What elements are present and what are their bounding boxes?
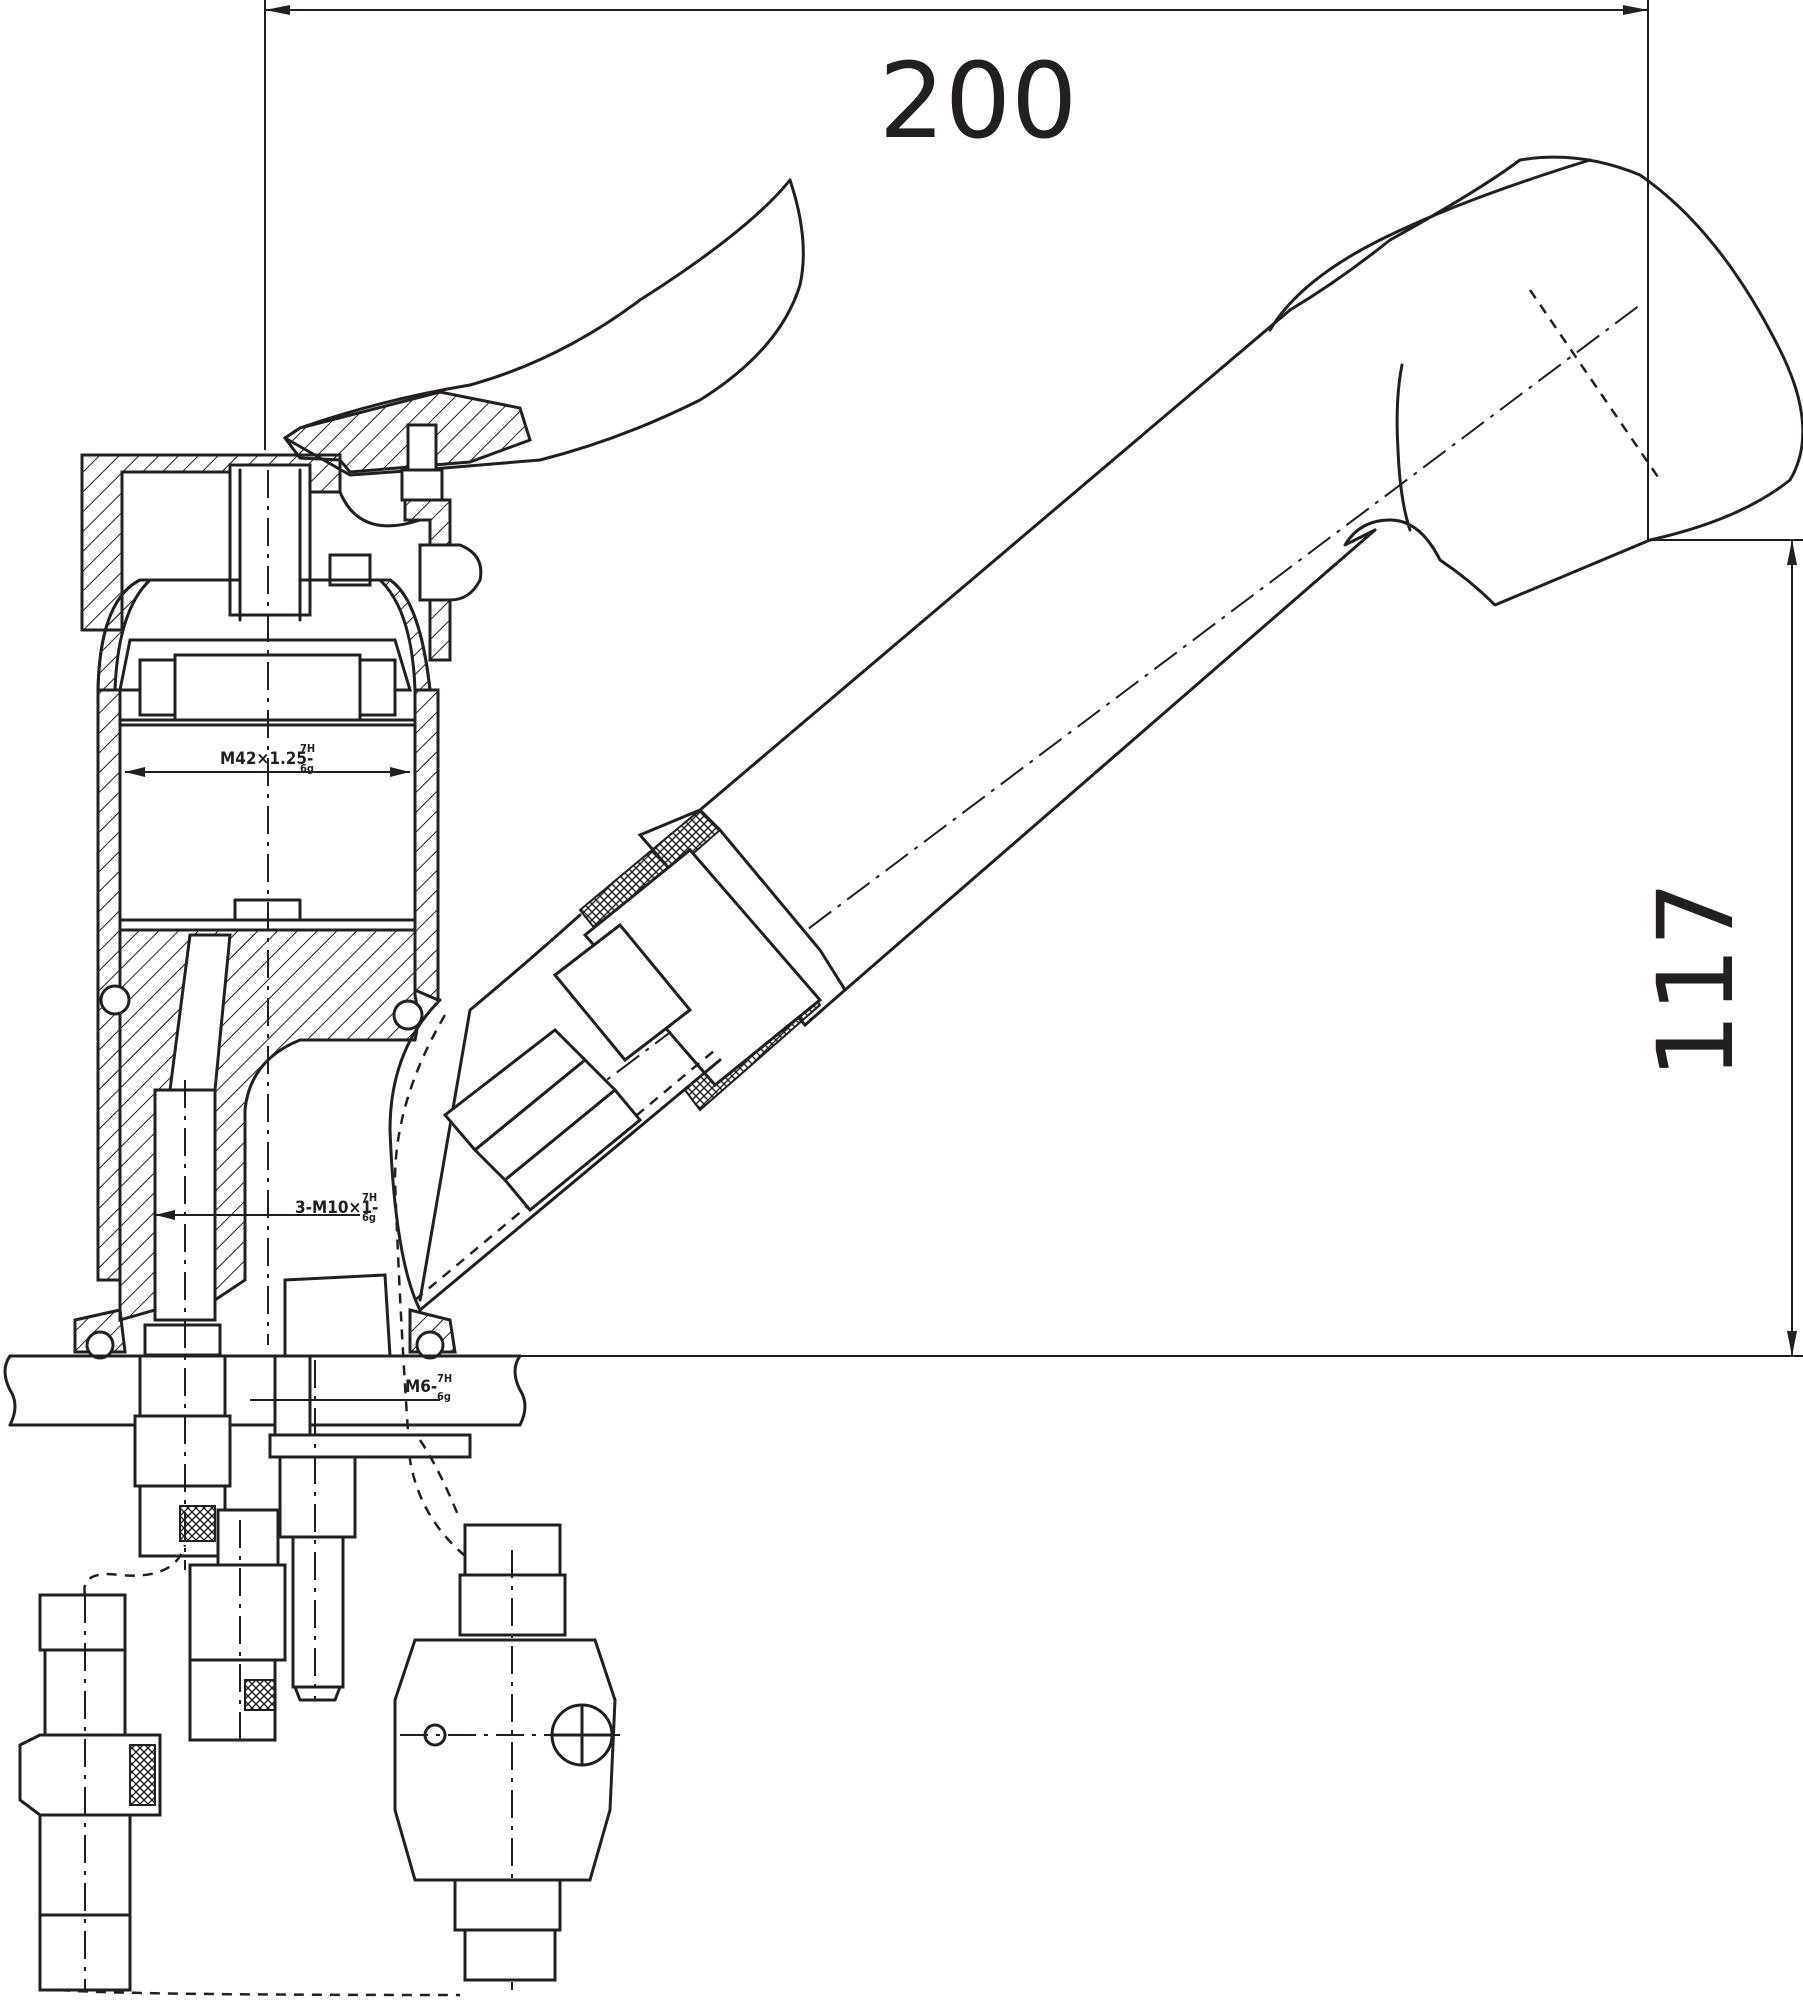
lever-handle xyxy=(282,178,805,477)
width-dimension-label: 200 xyxy=(879,40,1078,162)
cartridge-thread-tol-top: 7H xyxy=(300,742,315,755)
cartridge-thread-label: M42×1.25- xyxy=(220,749,313,769)
pull-out-spout xyxy=(388,155,1803,1561)
faucet-body: M42×1.25- 7H 6g 3-M10×1- 7H 6g xyxy=(73,578,457,1360)
countertop-section xyxy=(3,1354,527,1427)
stud-thread-label: M6- xyxy=(405,1377,437,1397)
height-dimension-label: 117 xyxy=(1635,881,1757,1080)
cartridge-thread-tol-bottom: 6g xyxy=(300,762,314,775)
stud-thread-tol-top: 7H xyxy=(437,1372,452,1385)
height-dimension: 117 xyxy=(410,539,1803,1357)
under-counter-assembly: M6- 7H 6g xyxy=(18,1323,620,1997)
hose-spring xyxy=(442,1028,643,1213)
handle-cap xyxy=(80,423,483,662)
width-dimension: 200 xyxy=(264,0,1649,540)
supply-thread-tol-bottom: 6g xyxy=(362,1211,376,1224)
center-lines xyxy=(84,470,316,1990)
stud-thread-tol-bottom: 6g xyxy=(437,1390,451,1403)
supply-thread-label: 3-M10×1- xyxy=(295,1198,378,1218)
supply-thread-tol-top: 7H xyxy=(362,1191,377,1204)
